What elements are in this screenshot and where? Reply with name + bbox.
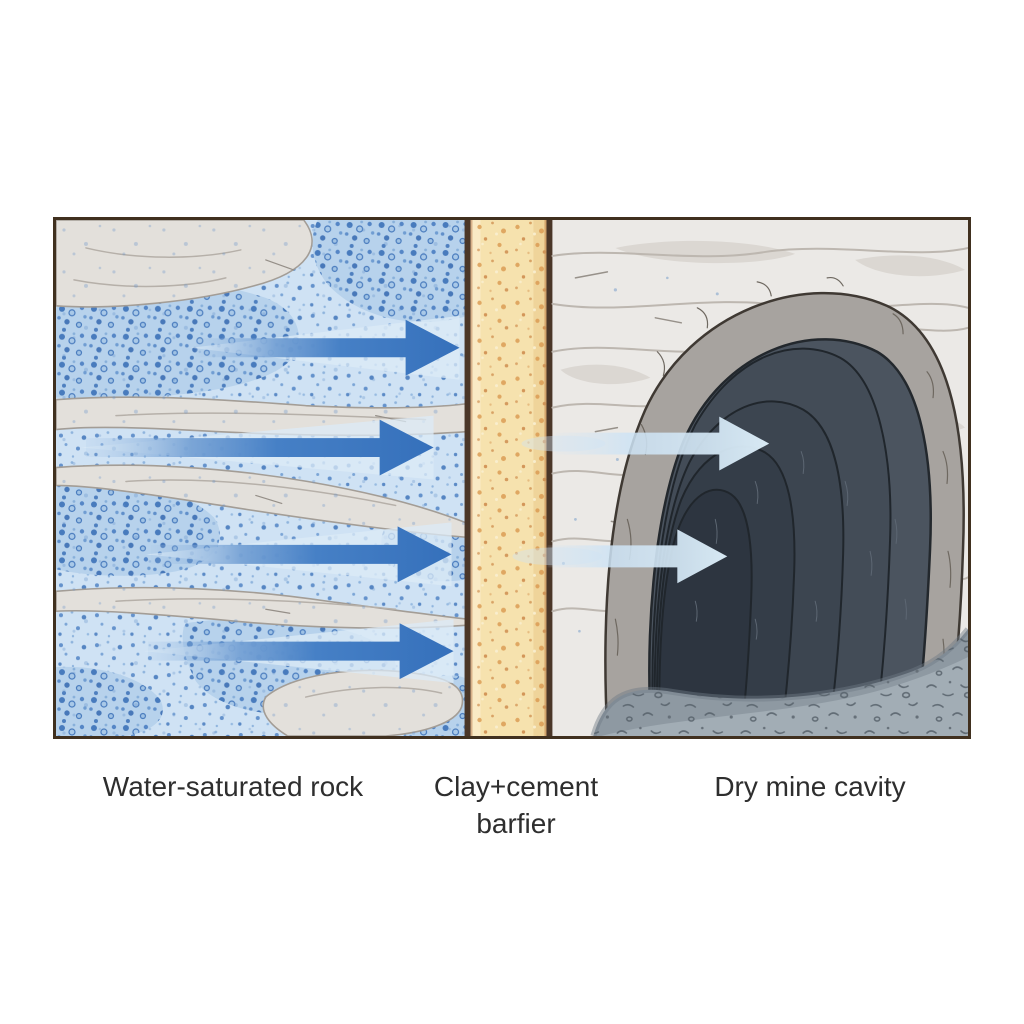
water-flow-arrow-3 [150,526,452,583]
floor-gravel-texture [593,629,968,736]
water-flow-arrow-1 [195,319,460,376]
barrier-left-inner-line [470,220,473,736]
seepage-arrow-2 [547,529,728,584]
diagram-canvas [56,220,968,736]
label-dry-mine-cavity: Dry mine cavity [714,771,906,802]
label-clay-cement-barrier: Clay+cement barfier [434,768,598,842]
figure-frame [53,217,971,739]
tunnel-rim-texture [614,276,952,670]
water-flow-arrows [80,315,460,684]
label-barrier-line1: Clay+cement [433,771,599,802]
seepage-arrow-1 [555,416,770,471]
barrier-speckle-texture [472,220,547,736]
clay-cement-barrier [464,220,553,736]
tunnel-floor [590,627,968,736]
seepage-arrows [512,416,770,584]
water-flow-arrow-4 [147,623,454,680]
label-barrier-line2: barfier [476,808,556,839]
barrier-left-edge [464,220,471,736]
tunnel-wall-texture [694,451,907,640]
barrier-right-edge [546,220,553,736]
label-water-saturated-rock: Water-saturated rock [102,771,364,802]
water-saturated-rock-panel [56,220,469,736]
dry-mine-cavity-panel [512,220,968,736]
water-flow-arrow-2 [85,419,434,476]
barrier-right-inner-line [544,220,547,736]
